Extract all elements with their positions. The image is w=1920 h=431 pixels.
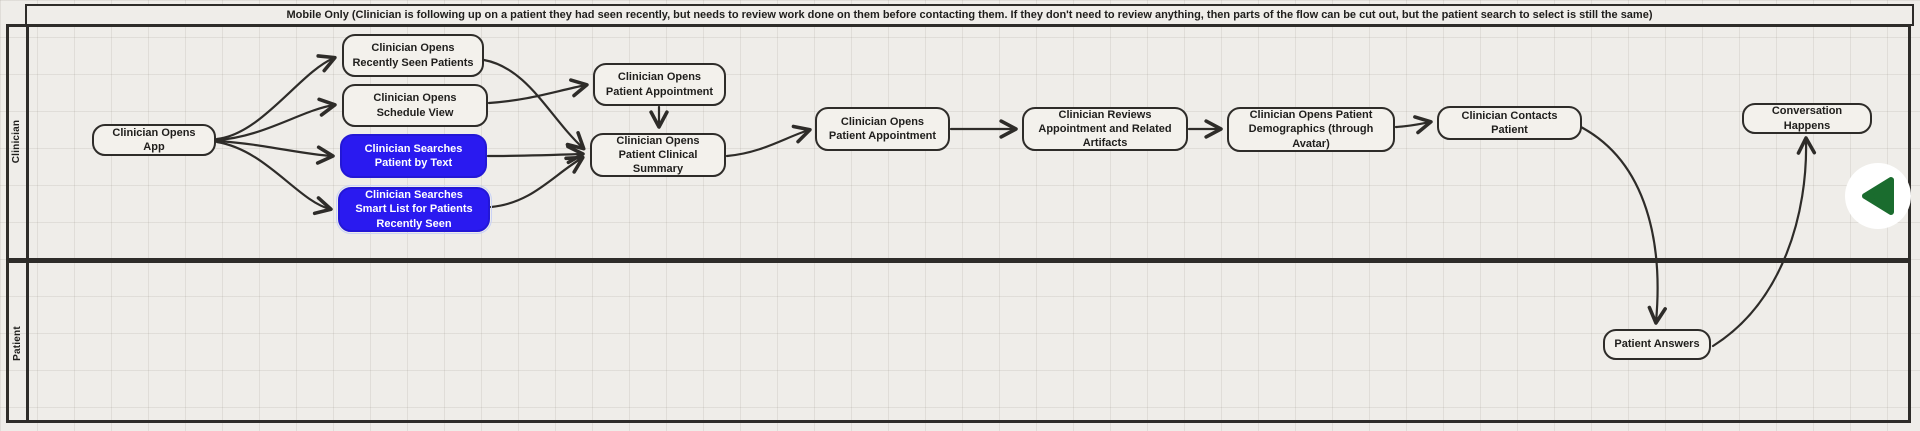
- connector-demographics-to-contacts[interactable]: [1394, 115, 1433, 135]
- connector-smart-list-to-summary[interactable]: [489, 155, 585, 209]
- node-conversation-happens[interactable]: Conversation Happens: [1742, 103, 1872, 134]
- flow-title-text: Mobile Only (Clinician is following up o…: [286, 9, 1653, 21]
- connector-app-to-smart-list[interactable]: [215, 140, 333, 216]
- node-opens-clinical-summary[interactable]: Clinician Opens Patient Clinical Summary: [590, 133, 726, 177]
- node-opens-recently-seen[interactable]: Clinician Opens Recently Seen Patients: [342, 34, 484, 77]
- node-opens-app[interactable]: Clinician Opens App: [92, 124, 216, 156]
- connector-summary-to-appointment2[interactable]: [725, 124, 812, 158]
- node-opens-patient-appointment-1[interactable]: Clinician Opens Patient Appointment: [593, 63, 726, 106]
- connector-app-to-schedule-view[interactable]: [215, 97, 337, 142]
- connector-patient-answers-to-conversation[interactable]: [1711, 136, 1817, 348]
- node-opens-demographics[interactable]: Clinician Opens Patient Demographics (th…: [1227, 107, 1395, 152]
- connector-search-text-to-summary[interactable]: [486, 144, 585, 165]
- node-searches-patient-by-text[interactable]: Clinician Searches Patient by Text: [340, 134, 487, 178]
- connector-app-to-search-text[interactable]: [215, 139, 335, 165]
- lane-header-clinician[interactable]: Clinician: [8, 24, 26, 258]
- lane-header-patient[interactable]: Patient: [8, 263, 26, 423]
- panel-toggle-button[interactable]: [1845, 163, 1911, 229]
- triangle-left-icon: [1862, 177, 1894, 215]
- connector-schedule-to-appointment[interactable]: [487, 78, 589, 105]
- node-reviews-appointment[interactable]: Clinician Reviews Appointment and Relate…: [1022, 107, 1188, 151]
- node-opens-patient-appointment-2[interactable]: Clinician Opens Patient Appointment: [815, 107, 950, 151]
- node-patient-answers[interactable]: Patient Answers: [1603, 329, 1711, 360]
- node-searches-smart-list[interactable]: Clinician Searches Smart List for Patien…: [335, 184, 493, 235]
- lane-label-divider: [26, 24, 29, 423]
- lane-label-clinician: Clinician: [11, 119, 23, 163]
- lane-label-patient: Patient: [11, 325, 23, 361]
- connector-contacts-to-patient-answers[interactable]: [1579, 125, 1667, 325]
- swimlane-frame: [6, 24, 1911, 423]
- node-opens-schedule-view[interactable]: Clinician Opens Schedule View: [342, 84, 488, 127]
- flow-title-banner[interactable]: Mobile Only (Clinician is following up o…: [25, 4, 1914, 26]
- connector-app-to-recently-seen[interactable]: [215, 54, 337, 141]
- lane-divider: [6, 258, 1911, 263]
- node-contacts-patient[interactable]: Clinician Contacts Patient: [1437, 106, 1582, 140]
